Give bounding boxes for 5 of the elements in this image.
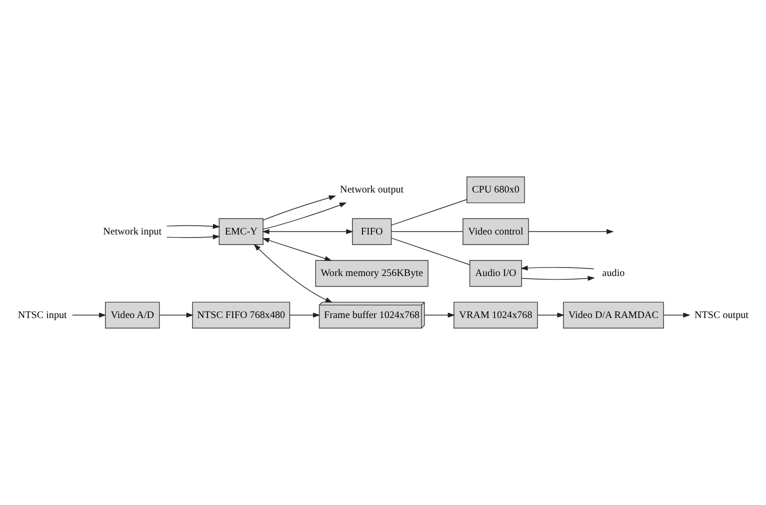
node-text: NTSC input [18,310,67,321]
node-text: Network output [340,184,404,196]
node-text: Network input [103,226,162,238]
node-text: audio [602,268,625,280]
node-text: NTSC output [694,310,749,321]
